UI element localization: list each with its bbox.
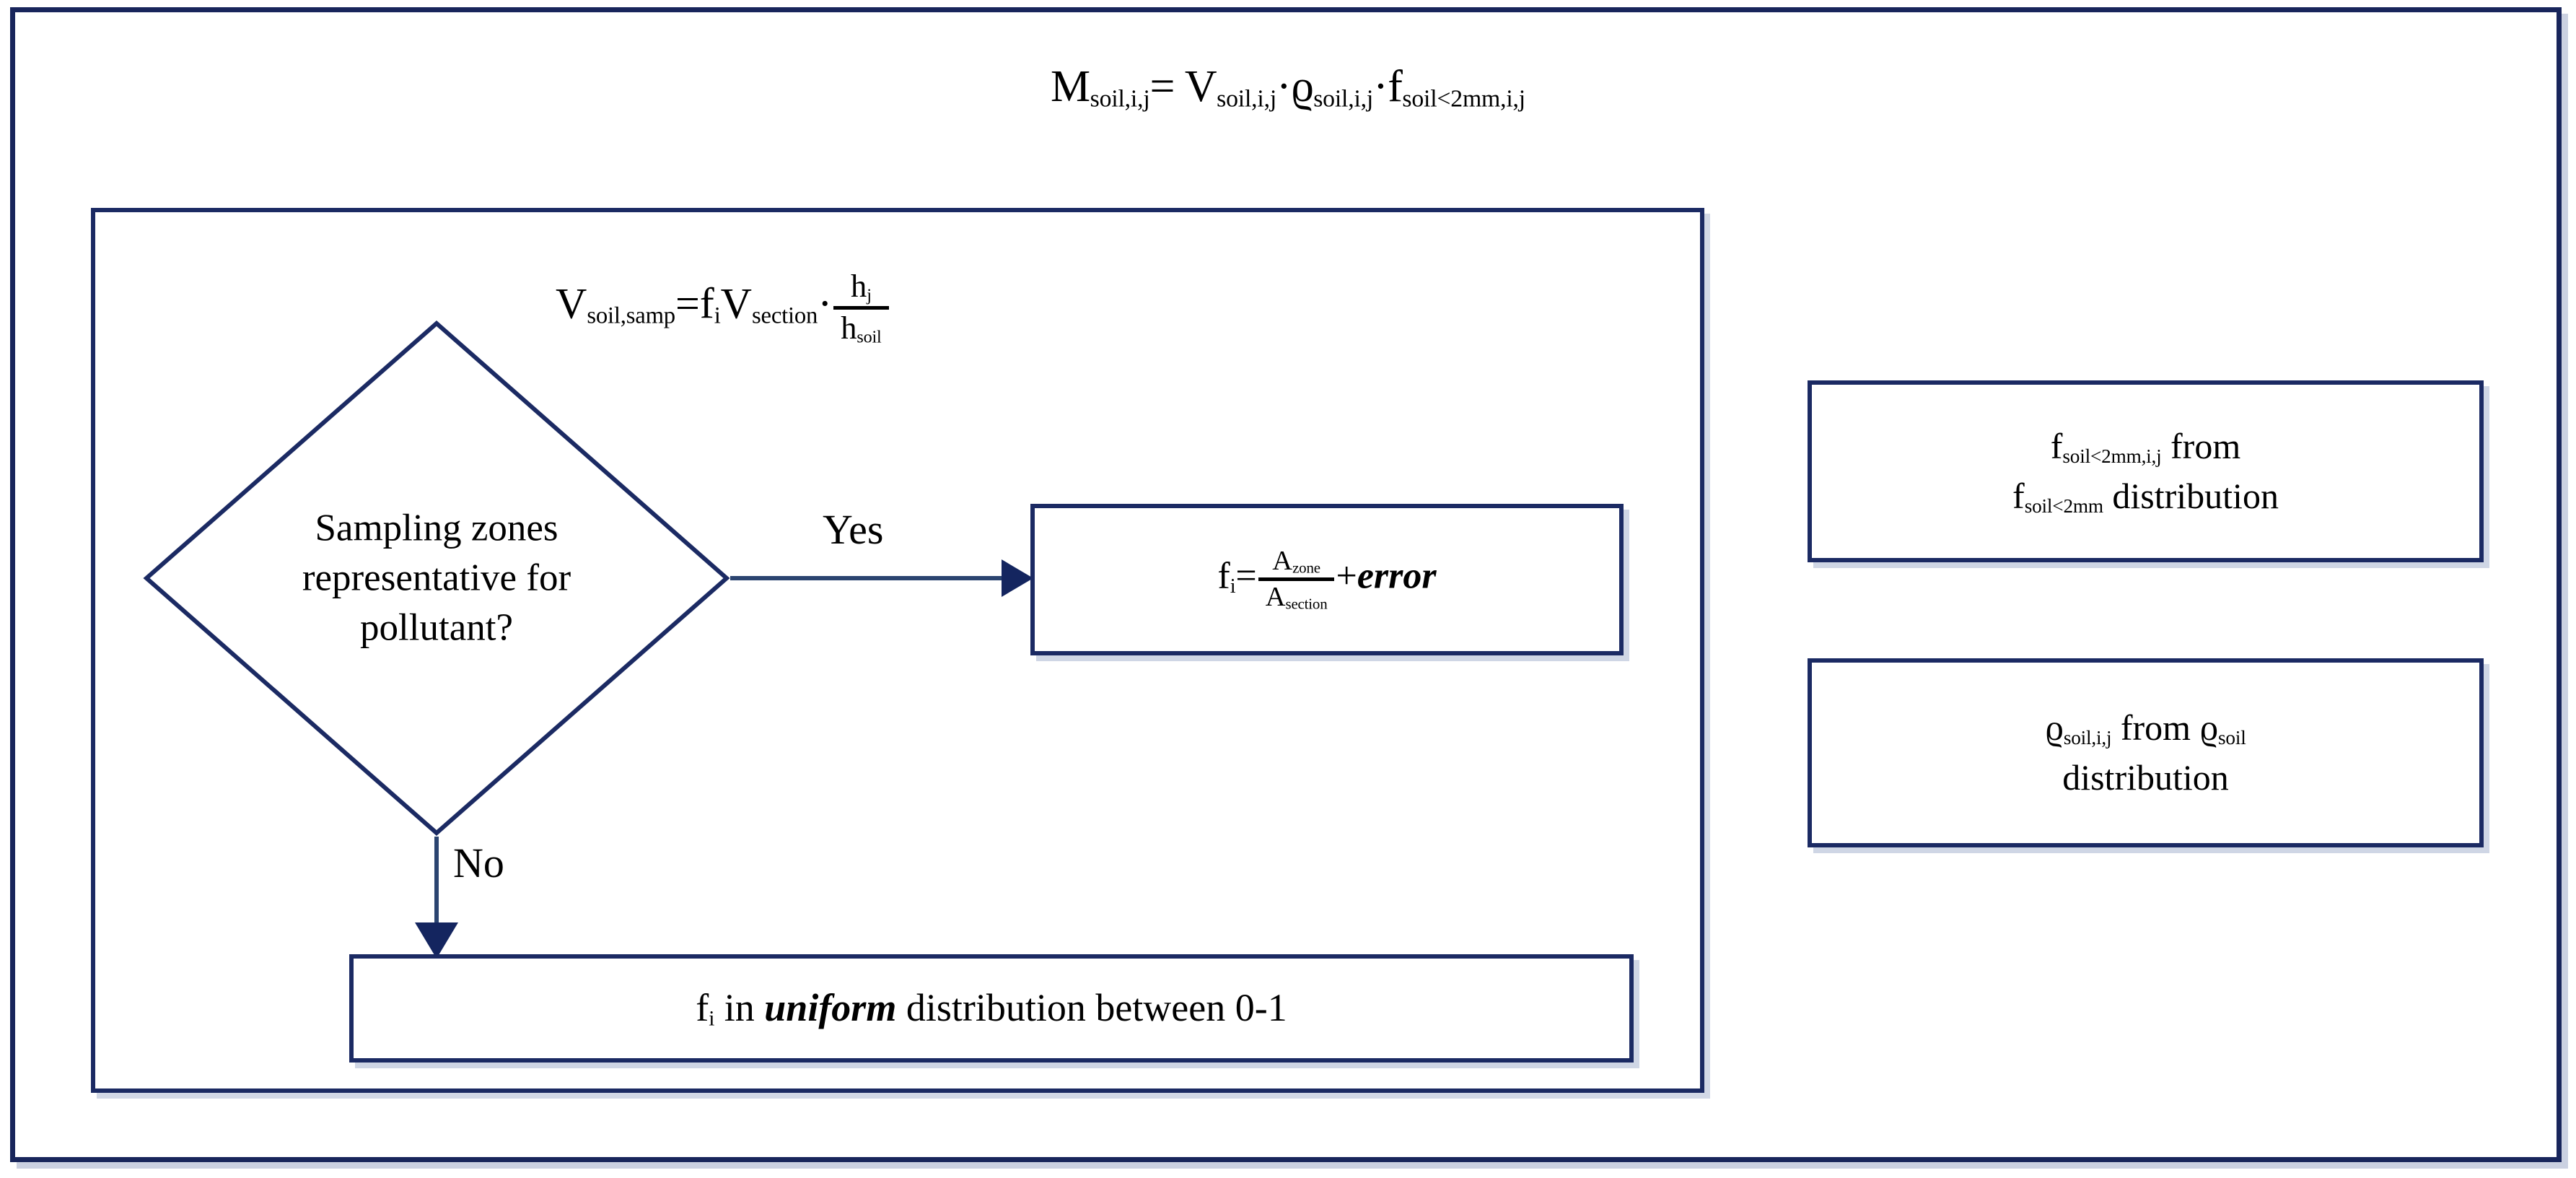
- decision-line-1: Sampling zones: [315, 507, 558, 549]
- decision-diamond[interactable]: Sampling zones representative for pollut…: [143, 320, 730, 837]
- mass-balance-equation: Msoil,i,j= Vsoil,i,j·ϱsoil,i,j·fsoil<2mm…: [0, 62, 2576, 113]
- equation-lhs-subscript: soil,i,j: [1090, 85, 1150, 113]
- volume-denominator-symbol: h: [841, 309, 857, 346]
- fsoil-line1-subscript: soil<2mm,i,j: [2062, 445, 2162, 467]
- volume-equals: =: [675, 279, 700, 328]
- volume-v-symbol: V: [720, 279, 753, 328]
- equation-term2-symbol: ϱ: [1291, 62, 1314, 111]
- fsoil-line1-text: from: [2161, 426, 2241, 466]
- uniform-fi-subscript: i: [709, 1007, 715, 1031]
- fsoil-distribution-box[interactable]: fsoil<2mm,i,j from fsoil<2mm distributio…: [1808, 380, 2484, 562]
- volume-lhs-symbol: V: [556, 279, 587, 328]
- area-denominator-subscript: section: [1285, 595, 1328, 613]
- equation-term3-subscript: soil<2mm,i,j: [1402, 85, 1525, 113]
- equation-term1-subscript: soil,i,j: [1217, 85, 1277, 113]
- rho-line-2: distribution: [2062, 757, 2229, 798]
- rho-soil-distribution-box[interactable]: ϱsoil,i,j from ϱsoil distribution: [1808, 658, 2484, 847]
- fsoil-line2-subscript: soil<2mm: [2024, 494, 2103, 517]
- decision-line-3: pollutant?: [360, 606, 513, 649]
- fsoil-line-1: fsoil<2mm,i,j from: [2012, 422, 2279, 471]
- area-numerator-symbol: A: [1272, 546, 1293, 577]
- uniform-distribution-text: fi in uniform distribution between 0-1: [696, 985, 1287, 1031]
- equation-term3-symbol: f: [1388, 62, 1403, 111]
- rho-soil-distribution-text: ϱsoil,i,j from ϱsoil distribution: [2032, 703, 2259, 803]
- uniform-text-after: distribution between 0-1: [896, 985, 1287, 1029]
- volume-numerator-subscript: j: [867, 285, 872, 305]
- no-branch-label: No: [453, 839, 504, 886]
- rho-line1-text: from: [2111, 707, 2200, 748]
- fsoil-distribution-text: fsoil<2mm,i,j from fsoil<2mm distributio…: [1999, 422, 2292, 521]
- decision-label: Sampling zones representative for pollut…: [235, 504, 639, 653]
- uniform-fi-symbol: f: [696, 985, 709, 1029]
- volume-lhs-subscript: soil,samp: [587, 302, 675, 329]
- error-term: error: [1357, 555, 1437, 597]
- area-plus: +: [1336, 555, 1357, 597]
- equation-term2-subscript: soil,i,j: [1313, 85, 1374, 113]
- equation-lhs-symbol: M: [1051, 62, 1090, 111]
- equation-dot-2: ·: [1373, 62, 1388, 111]
- no-connector-line: [434, 837, 439, 981]
- fsoil-line2-symbol: f: [2012, 476, 2025, 516]
- rho-line1-subscript: soil,i,j: [2063, 726, 2112, 749]
- volume-v-subscript: section: [752, 302, 818, 329]
- no-arrowhead-icon: [415, 922, 458, 959]
- fi-subscript: i: [1230, 575, 1236, 598]
- area-denominator-symbol: A: [1265, 582, 1286, 612]
- fi-symbol: f: [1217, 555, 1230, 597]
- diamond-shape-icon: [143, 320, 730, 836]
- equation-dot-1: ·: [1276, 62, 1292, 111]
- rho-line1-symbol2: ϱ: [2199, 707, 2219, 748]
- area-numerator-subscript: zone: [1292, 559, 1320, 577]
- fsoil-line1-symbol: f: [2050, 426, 2063, 466]
- fsoil-line-2: fsoil<2mm distribution: [2012, 471, 2279, 521]
- uniform-text-before: in: [714, 985, 765, 1029]
- volume-numerator: hj: [844, 270, 879, 306]
- volume-denominator: hsoil: [833, 305, 889, 346]
- equation-term1-symbol: V: [1184, 62, 1217, 111]
- volume-dot: ·: [818, 279, 833, 328]
- volume-f-symbol: f: [699, 279, 714, 328]
- volume-denominator-subscript: soil: [857, 326, 882, 346]
- fsoil-line2-text: distribution: [2103, 476, 2279, 516]
- rho-line-1: ϱsoil,i,j from ϱsoil: [2045, 703, 2246, 753]
- uniform-distribution-box[interactable]: fi in uniform distribution between 0-1: [349, 954, 1634, 1063]
- decision-line-2: representative for: [302, 557, 571, 599]
- volume-numerator-symbol: h: [851, 268, 867, 304]
- volume-f-subscript: i: [714, 302, 721, 329]
- equation-equals: =: [1149, 62, 1175, 111]
- area-numerator: Azone: [1265, 547, 1328, 577]
- rho-line1-symbol: ϱ: [2045, 707, 2064, 748]
- uniform-emphasis: uniform: [764, 985, 897, 1029]
- yes-connector-line: [730, 576, 1012, 580]
- rho-line1-subscript2: soil: [2218, 726, 2246, 749]
- yes-branch-label: Yes: [823, 506, 884, 553]
- yes-arrowhead-icon: [1002, 559, 1033, 597]
- area-denominator: Asection: [1258, 577, 1335, 612]
- fi-equals: =: [1235, 555, 1257, 597]
